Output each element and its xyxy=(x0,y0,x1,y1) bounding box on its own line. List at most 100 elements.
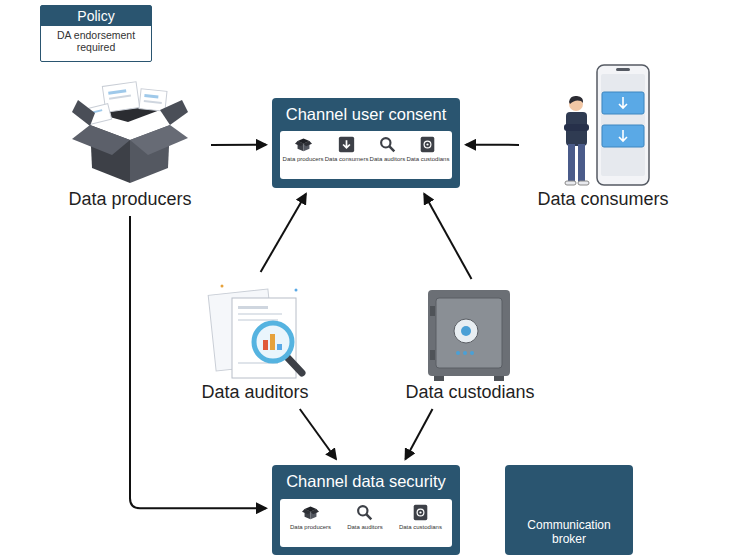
policy-box: PolicyDA endorsement required xyxy=(40,5,152,62)
producer-box-illustration xyxy=(139,89,167,112)
producer-box-illustration xyxy=(72,125,130,155)
arrow-connector xyxy=(405,409,432,459)
custodian-safe-illustration xyxy=(456,351,460,355)
auditor-illustration xyxy=(238,306,268,309)
producer-box-illustration xyxy=(109,95,131,100)
custodian-safe-illustration xyxy=(428,290,510,376)
consumer-illustration xyxy=(601,74,645,176)
auditor-illustration xyxy=(254,323,292,361)
producer-box-illustration xyxy=(72,82,188,183)
custodian-safe-illustration xyxy=(461,326,471,336)
role-icon xyxy=(338,136,355,153)
consumer-illustration xyxy=(564,124,589,131)
icon-cell: Data custodians xyxy=(406,136,449,163)
actor-node: Data auditors xyxy=(185,278,325,403)
icon-panel: Data producers Data auditors Data custodia… xyxy=(280,499,452,547)
arrow-connector xyxy=(261,194,306,272)
icon-label: Data auditors xyxy=(370,156,406,163)
custodian-safe-illustration xyxy=(463,351,467,355)
role-icon-shape xyxy=(381,138,394,151)
auditor-illustration xyxy=(263,340,268,350)
role-icon-shape xyxy=(302,507,319,520)
icon-cell: Data producers xyxy=(290,504,331,531)
consumer-illustration xyxy=(578,144,585,182)
producer-box-illustration xyxy=(144,94,158,98)
policy-heading: Policy xyxy=(41,6,151,26)
custodian-safe-illustration xyxy=(434,376,444,381)
channel-box: Channel data securityData producersData … xyxy=(272,465,460,555)
role-icon xyxy=(356,504,373,521)
role-icon xyxy=(379,136,396,153)
role-icon xyxy=(295,136,312,153)
icon-label: Data custodians xyxy=(406,156,449,163)
consumer-illustration xyxy=(578,181,589,185)
actor-label: Data producers xyxy=(68,188,191,210)
icon-label: Data custodians xyxy=(399,524,442,531)
consumer-illustration xyxy=(619,130,627,141)
arrow-connector xyxy=(211,144,266,146)
icon-cell: Data custodians xyxy=(399,504,442,531)
icon-label: Data consumers xyxy=(325,156,369,163)
auditor-illustration xyxy=(221,285,224,288)
actor-node: Data custodians xyxy=(395,285,545,403)
producer-box-illustration xyxy=(130,125,188,155)
icon-panel: Data producersData consumersData auditor… xyxy=(280,131,452,179)
role-icon-shape xyxy=(359,506,372,519)
consumer-illustration xyxy=(568,144,575,182)
auditor-illustration xyxy=(270,334,275,350)
arrow-connector xyxy=(130,216,266,508)
actor-label: Data custodians xyxy=(405,381,534,403)
channel-title: Channel data security xyxy=(286,472,446,490)
custodian-safe-illustration xyxy=(494,376,504,381)
auditor-illustration xyxy=(277,344,282,350)
producer-box-illustration xyxy=(108,89,126,94)
arrow-connector xyxy=(466,144,519,146)
icon-cell: Data consumers xyxy=(325,136,369,163)
icon-label: Data producers xyxy=(283,156,324,163)
auditor-illustration xyxy=(238,313,282,315)
auditor-illustration xyxy=(208,285,302,379)
custodian-safe-illustration xyxy=(430,306,435,316)
icon-cell: Data auditors xyxy=(347,504,383,531)
consumer-illustration xyxy=(602,92,644,114)
consumer-illustration xyxy=(564,65,649,185)
broker-label: Communication broker xyxy=(519,518,619,546)
custodian-safe-illustration xyxy=(436,298,502,368)
channel-box: Channel user consentData producersData c… xyxy=(272,98,460,188)
role-icon xyxy=(419,136,436,153)
consumer-illustration xyxy=(602,125,644,147)
producer-box-illustration xyxy=(72,100,95,126)
consumer-illustration xyxy=(569,96,583,104)
icon-label: Data producers xyxy=(290,524,331,531)
icon-cell: Data producers xyxy=(283,136,324,163)
custodian-safe-illustration xyxy=(430,350,435,360)
producer-box-illustration xyxy=(144,100,162,104)
role-icon xyxy=(412,504,429,521)
actor-label: Data auditors xyxy=(201,381,308,403)
custodian-safe-illustration xyxy=(470,351,474,355)
broker-box: Communication broker xyxy=(505,465,633,555)
actor-node: Data consumers xyxy=(525,62,681,210)
consumer-illustration xyxy=(616,68,630,71)
role-icon-shape xyxy=(295,139,312,152)
actor-node: Data producers xyxy=(55,85,205,210)
producer-box-illustration xyxy=(160,100,188,125)
auditor-illustration xyxy=(232,298,296,378)
consumer-illustration xyxy=(597,65,649,185)
custodian-safe-illustration xyxy=(428,290,510,381)
arrow-connector xyxy=(300,409,336,459)
actor-label: Data consumers xyxy=(537,188,668,210)
custodian-safe-illustration xyxy=(454,319,478,343)
arrow-connector xyxy=(424,194,471,279)
policy-body: DA endorsement required xyxy=(41,26,151,56)
role-icon xyxy=(302,504,319,521)
role-icon-shape xyxy=(414,505,428,520)
role-icon-shape xyxy=(421,137,435,152)
channel-title: Channel user consent xyxy=(286,105,447,123)
icon-label: Data auditors xyxy=(347,524,383,531)
auditor-illustration xyxy=(295,289,298,292)
icon-cell: Data auditors xyxy=(370,136,406,163)
auditor-illustration xyxy=(287,357,302,373)
consumer-illustration xyxy=(619,97,627,108)
